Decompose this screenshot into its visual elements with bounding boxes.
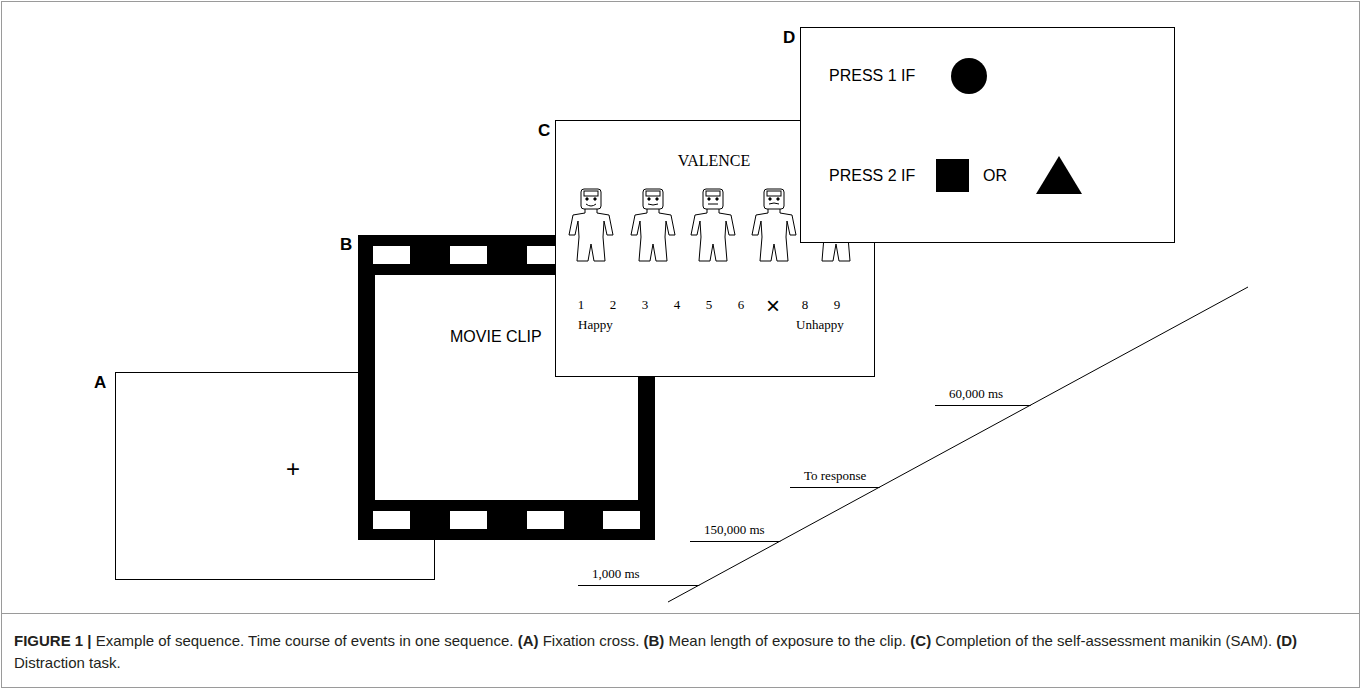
scale-number: 9 [834, 298, 841, 313]
scale-end-label: Unhappy [796, 318, 844, 333]
scale-number: 6 [738, 298, 745, 313]
time-label: To response [804, 469, 866, 484]
sam-manikin [752, 189, 796, 261]
square-symbol [936, 159, 969, 192]
distraction-panel: DPRESS 1 IFPRESS 2 IFOR [800, 27, 1175, 243]
panel-letter: C [538, 121, 550, 141]
time-tick [578, 585, 699, 586]
time-label: 60,000 ms [949, 387, 1003, 402]
caption-divider [2, 613, 1360, 614]
figure-caption: FIGURE 1 | Example of sequence. Time cou… [14, 630, 1348, 674]
time-label: 150,000 ms [704, 523, 765, 538]
panel-art [801, 28, 1176, 244]
sprocket-hole [603, 511, 640, 529]
sprocket-hole [450, 511, 487, 529]
panel-letter: B [340, 235, 352, 255]
time-tick [690, 541, 780, 542]
scale-number: 4 [674, 298, 681, 313]
instruction-text: PRESS 2 IF [829, 167, 915, 185]
scale-number: 1 [578, 298, 585, 313]
scale-number: 5 [706, 298, 713, 313]
scale-number: 8 [802, 298, 809, 313]
sam-manikin [569, 189, 613, 261]
sprocket-hole [373, 246, 410, 264]
fixation-cross: + [286, 455, 300, 483]
scale-title: VALENCE [678, 152, 751, 170]
time-tick [935, 405, 1031, 406]
selected-mark: × [766, 292, 780, 320]
scale-number: 3 [642, 298, 649, 313]
clip-label: MOVIE CLIP [450, 328, 542, 346]
sprocket-hole [527, 511, 564, 529]
scale-end-label: Happy [578, 318, 613, 333]
sam-manikin [691, 189, 735, 261]
time-tick [790, 487, 880, 488]
panel-letter: A [94, 373, 106, 393]
sam-manikin [631, 189, 675, 261]
scale-number: 2 [610, 298, 617, 313]
instruction-text: PRESS 1 IF [829, 67, 915, 85]
sprocket-hole [373, 511, 410, 529]
instruction-text: OR [983, 167, 1007, 185]
panel-letter: D [783, 28, 795, 48]
sprocket-hole [450, 246, 487, 264]
time-label: 1,000 ms [592, 567, 640, 582]
triangle-symbol [1036, 156, 1082, 194]
circle-symbol [951, 58, 987, 94]
